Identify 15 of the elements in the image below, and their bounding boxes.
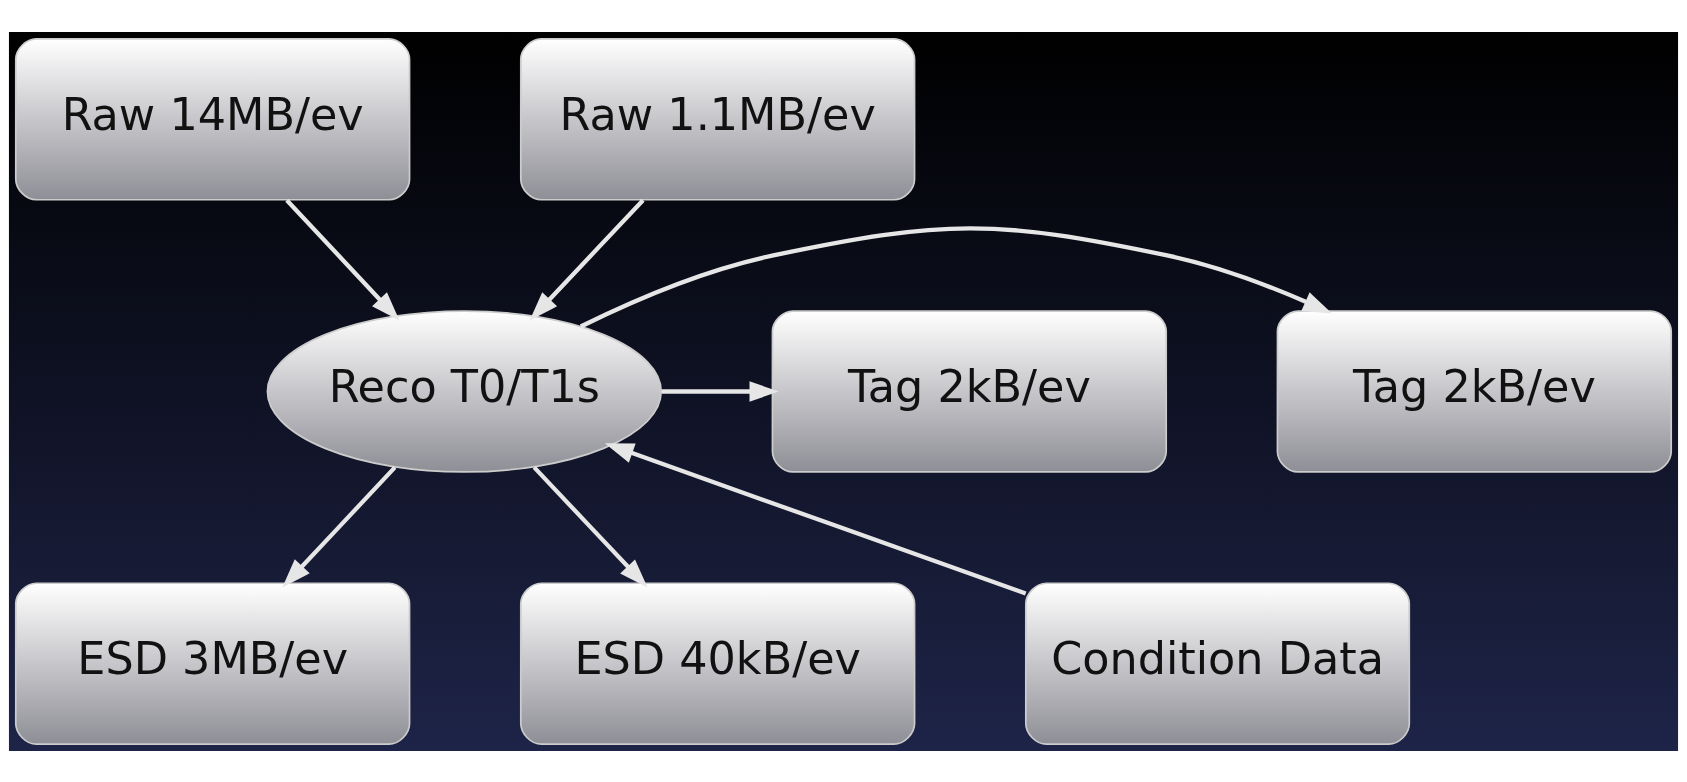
arrow	[604, 442, 1027, 596]
arrow	[661, 380, 779, 402]
arrow	[579, 225, 1333, 328]
node-box: Raw 14MB/ev	[14, 37, 411, 201]
arrow	[282, 465, 397, 588]
node-box: ESD 40kB/ev	[519, 581, 916, 745]
arrow	[532, 465, 648, 588]
node-box: Tag 2kB/ev	[771, 309, 1168, 473]
node-box: ESD 3MB/ev	[14, 581, 411, 745]
arrow	[285, 198, 400, 320]
arrow	[529, 198, 645, 320]
node-ellipse: Reco T0/T1s	[266, 309, 663, 473]
node-box: Tag 2kB/ev	[1276, 309, 1673, 473]
node-box: Condition Data	[1024, 581, 1411, 745]
node-box: Raw 1.1MB/ev	[519, 37, 916, 201]
